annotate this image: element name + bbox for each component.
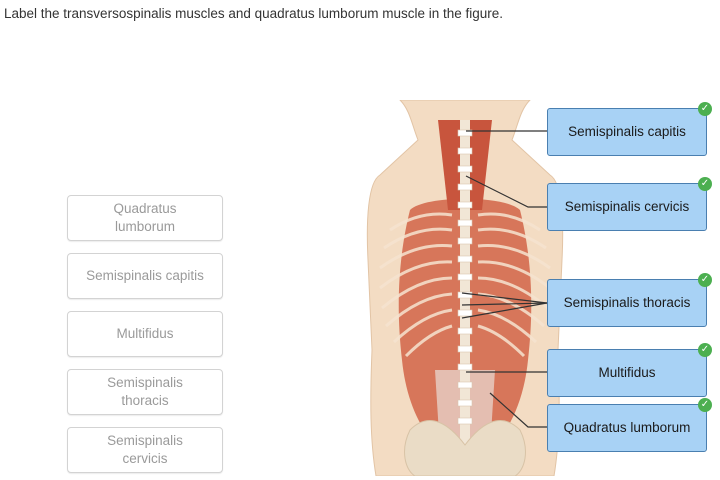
check-icon: ✓ xyxy=(698,343,712,357)
target-multifidus[interactable]: Multifidus ✓ xyxy=(547,349,707,397)
check-icon: ✓ xyxy=(698,102,712,116)
check-icon: ✓ xyxy=(698,273,712,287)
bank-item-semispinalis-capitis[interactable]: Semispinalis capitis xyxy=(67,253,223,299)
check-icon: ✓ xyxy=(698,177,712,191)
bank-item-semispinalis-thoracis[interactable]: Semispinalis thoracis xyxy=(67,369,223,415)
target-semispinalis-thoracis[interactable]: Semispinalis thoracis ✓ xyxy=(547,279,707,327)
check-icon: ✓ xyxy=(698,398,712,412)
target-semispinalis-cervicis[interactable]: Semispinalis cervicis ✓ xyxy=(547,183,707,231)
bank-item-quadratus-lumborum[interactable]: Quadratus lumborum xyxy=(67,195,223,241)
question-instruction: Label the transversospinalis muscles and… xyxy=(4,6,714,21)
target-semispinalis-capitis[interactable]: Semispinalis capitis ✓ xyxy=(547,108,707,156)
target-quadratus-lumborum[interactable]: Quadratus lumborum ✓ xyxy=(547,404,707,452)
bank-item-multifidus[interactable]: Multifidus xyxy=(67,311,223,357)
spinal-column xyxy=(458,120,472,450)
bank-item-semispinalis-cervicis[interactable]: Semispinalis cervicis xyxy=(67,427,223,473)
